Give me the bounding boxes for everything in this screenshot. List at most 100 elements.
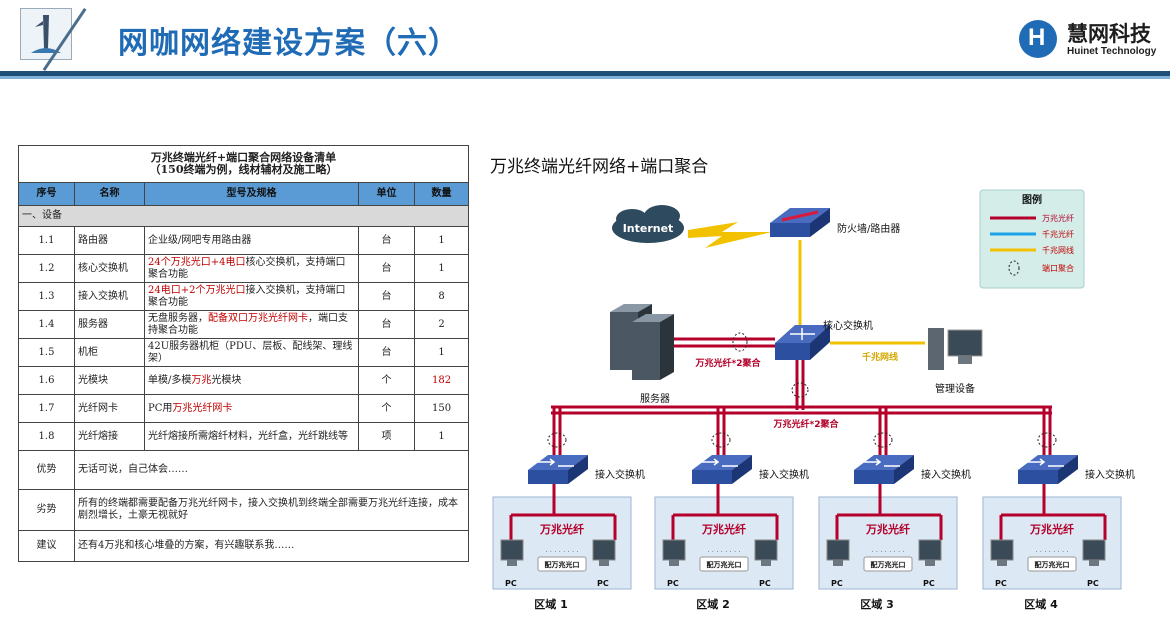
access-switch [528, 470, 568, 484]
port-aggregation-mark [732, 332, 748, 352]
cell-spec: 24电口+2个万兆光口接入交换机，支持端口聚合功能 [144, 282, 359, 311]
nic-box [863, 556, 913, 572]
pc-stand-icon [1089, 560, 1099, 566]
cell-no: 1.6 [18, 366, 75, 395]
cell-spec: 企业级/网吧专用路由器 [144, 226, 359, 255]
firewall-side [810, 208, 830, 237]
cell-unit: 台 [358, 310, 415, 339]
pc-stand-icon [925, 560, 935, 566]
equipment-table: 万兆终端光纤+端口聚合网络设备清单（150终端为例，线材辅材及施工略） 序号 名… [17, 145, 470, 562]
cell-qty: 182 [413, 366, 470, 395]
cell-no: 1.1 [18, 226, 75, 255]
legend-box [979, 189, 1085, 289]
pc-monitor-icon [500, 539, 524, 561]
cell-qty: 150 [413, 394, 470, 423]
port-aggregation-mark [711, 432, 731, 448]
port-aggregation-mark [1037, 432, 1057, 448]
core-switch-label: 核心交换机 [823, 319, 873, 332]
access-switch-side [568, 455, 588, 484]
switch-arrows-icon [702, 458, 738, 467]
mgmt-monitor-icon [947, 329, 983, 357]
fiber-label: 万兆光纤 [865, 522, 910, 536]
access-switch-label: 接入交换机 [595, 468, 645, 481]
suggestion-row: 建议 还有4万兆和核心堆叠的方案，有兴趣联系我…… [18, 530, 470, 562]
spec-red-text: 万兆 [191, 374, 212, 386]
advantage-text: 无话可说，自己体会…… [73, 450, 470, 490]
cell-spec: 单模/多模万兆光模块 [144, 366, 359, 395]
firewall-label: 防火墙/路由器 [837, 222, 900, 235]
core-switch-side [810, 325, 830, 360]
port-aggregation-mark [791, 382, 809, 398]
cell-spec: 光纤熔接所需熔纤材料，光纤盒，光纤跳线等 [144, 422, 359, 451]
header: 网咖网络建设方案（六） H 慧网科技 Huinet Technology [0, 0, 1170, 80]
brand-logo: H 慧网科技 Huinet Technology [1015, 18, 1165, 62]
mgmt-label: 管理设备 [935, 382, 975, 395]
advantage-row: 优势 无话可说，自己体会…… [18, 450, 470, 490]
col-header: 序号 [18, 182, 75, 206]
access-switch [1018, 470, 1058, 484]
core-link-label: 万兆光纤*2聚合 [773, 418, 840, 430]
switch-arrows-icon [538, 458, 574, 467]
spec-post-text: ，端口支持聚合功能 [148, 312, 348, 336]
core-switch-icon [775, 343, 810, 360]
pc-label: PC [759, 579, 771, 588]
pc-monitor-icon [754, 539, 778, 561]
mgmt-stand-icon [958, 356, 972, 364]
dots-text: · · · · · · · · [871, 548, 904, 556]
section-label: 一、设备 [17, 205, 470, 227]
advantage-label: 优势 [18, 450, 75, 490]
col-header: 名称 [74, 182, 145, 206]
table-header-row: 序号 名称 型号及规格 单位 数量 [18, 182, 470, 206]
cell-spec: 24个万兆光口+4电口核心交换机，支持端口聚合功能 [144, 254, 359, 283]
cell-no: 1.4 [18, 310, 75, 339]
nic-box [699, 556, 749, 572]
lightning-icon [688, 222, 772, 248]
spec-pre-text: 42U服务器机柜（PDU、层板、配线架、理线架） [148, 340, 353, 364]
disadvantage-row: 劣势 所有的终端都需要配备万兆光纤网卡，接入交换机到终端全部需要万兆光纤连接，成… [18, 489, 470, 531]
disadvantage-label: 劣势 [18, 489, 75, 531]
pc-stand-icon [507, 560, 517, 566]
table-title: 万兆终端光纤+端口聚合网络设备清单（150终端为例，线材辅材及施工略） [17, 145, 470, 183]
spec-pre-text: 企业级/网吧专用路由器 [148, 234, 252, 246]
cell-qty: 1 [413, 422, 470, 451]
cell-no: 1.8 [18, 422, 75, 451]
pc-label: PC [923, 579, 935, 588]
firewall-mark [781, 210, 819, 222]
pc-stand-icon [669, 560, 679, 566]
server-link-label: 万兆光纤*2聚合 [695, 357, 762, 369]
col-header: 单位 [358, 182, 415, 206]
col-header: 型号及规格 [144, 182, 359, 206]
cell-name: 机柜 [74, 338, 145, 367]
dots-text: · · · · · · · · [707, 548, 740, 556]
access-switch-side [1058, 455, 1078, 484]
brand-name-en: Huinet Technology [1067, 46, 1157, 57]
pc-label: PC [1087, 579, 1099, 588]
pc-monitor-icon [826, 539, 850, 561]
area-label: 区域 3 [860, 597, 893, 611]
fiber-label: 万兆光纤 [539, 522, 584, 536]
fiber-label: 万兆光纤 [701, 522, 746, 536]
server-label: 服务器 [640, 392, 670, 405]
server-icon [632, 322, 660, 380]
core-arrows-icon [790, 328, 815, 340]
spec-post-text: 接入交换机，支持端口聚合功能 [148, 284, 346, 308]
cell-spec: 无盘服务器，配备双口万兆光纤网卡，端口支持聚合功能 [144, 310, 359, 339]
cell-qty: 2 [413, 310, 470, 339]
access-switch-label: 接入交换机 [759, 468, 809, 481]
cell-unit: 项 [358, 422, 415, 451]
legend-item: 千兆光纤 [1042, 229, 1074, 239]
pc-monitor-icon [990, 539, 1014, 561]
cell-no: 1.3 [18, 282, 75, 311]
access-switch-label: 接入交换机 [1085, 468, 1135, 481]
port-aggregation-mark [873, 432, 893, 448]
switch-arrows-icon [864, 458, 900, 467]
section-row: 一、设备 [17, 205, 470, 227]
area-label: 区域 2 [696, 597, 729, 611]
access-switch-side [732, 455, 752, 484]
pc-label: PC [505, 579, 517, 588]
cell-unit: 台 [358, 226, 415, 255]
cell-qty: 1 [413, 226, 470, 255]
pc-monitor-icon [592, 539, 616, 561]
